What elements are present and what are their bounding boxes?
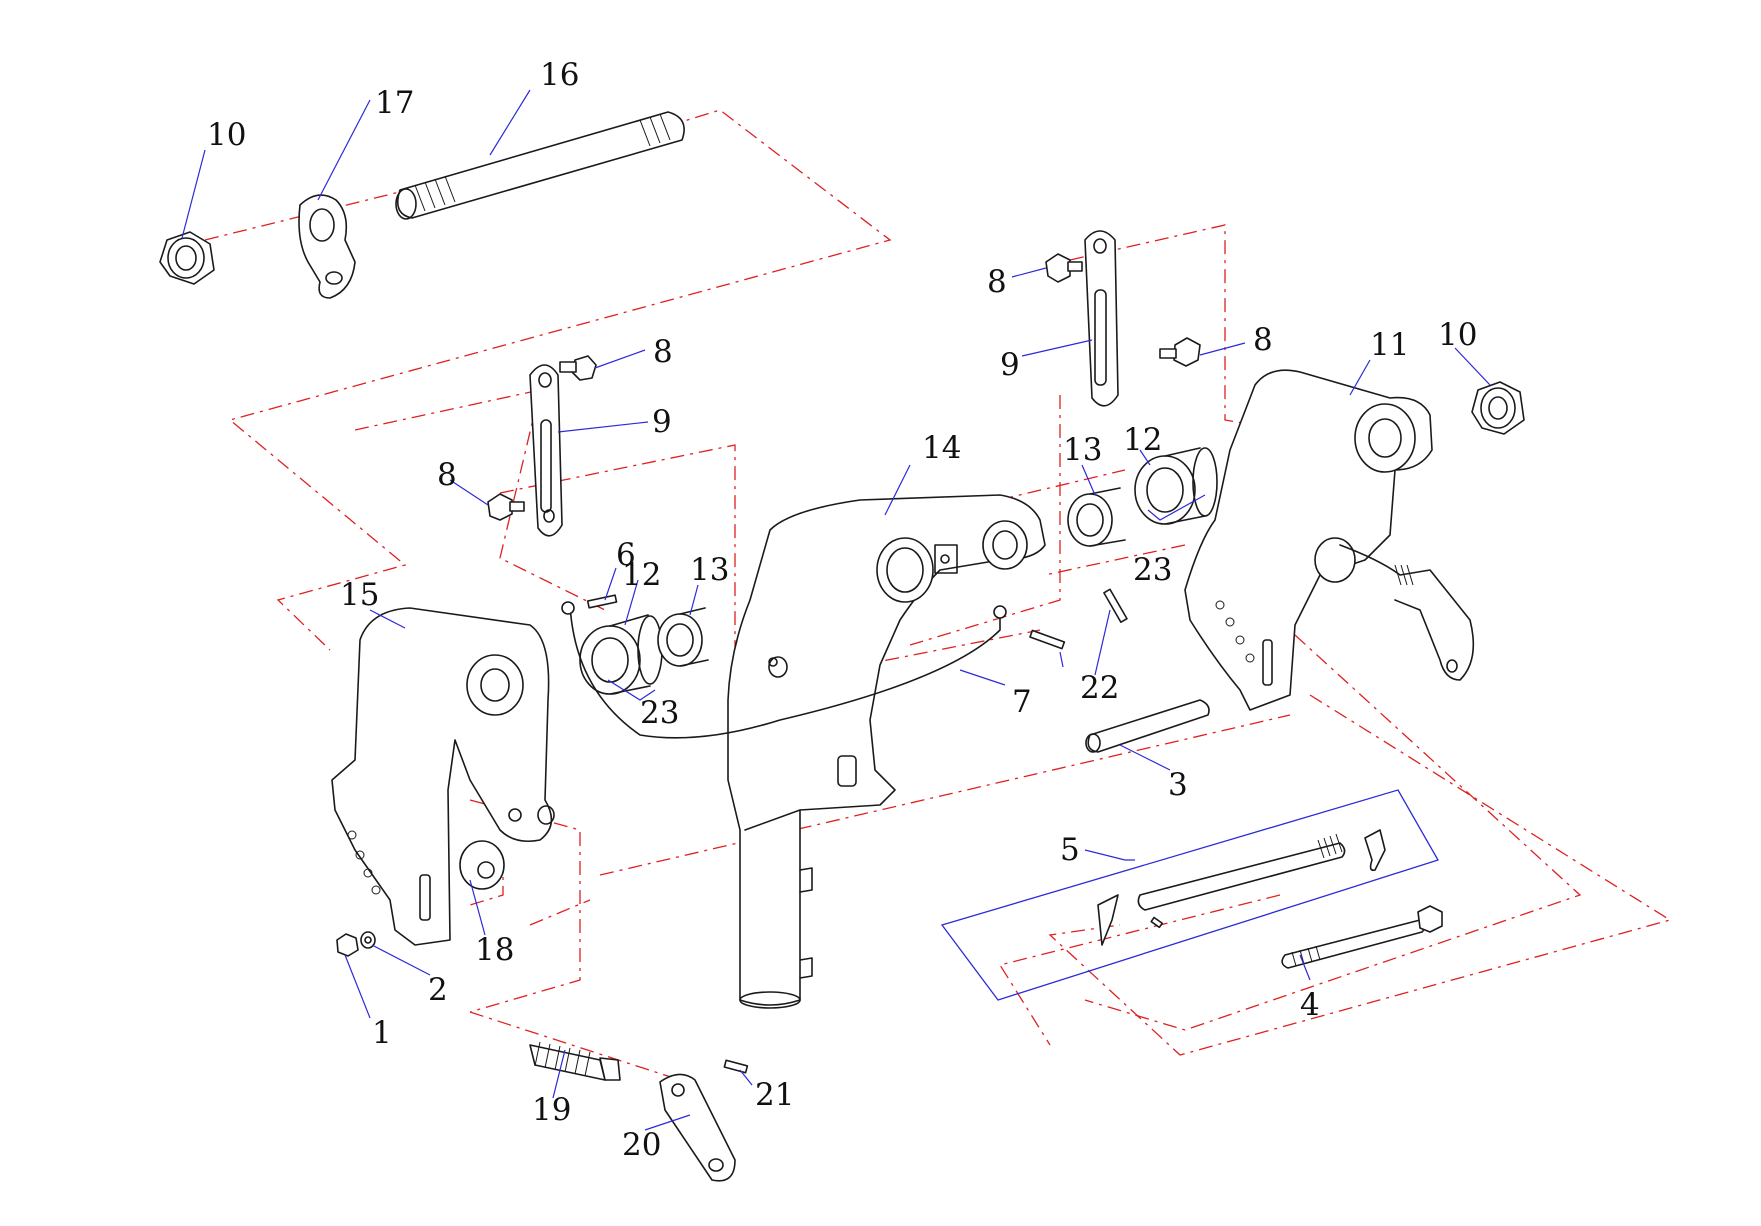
callout-6: 6	[616, 537, 636, 573]
callout-8-a: 8	[653, 334, 673, 370]
bushing-12-left	[579, 614, 663, 695]
callout-1: 1	[372, 1015, 392, 1051]
bolt-8-right-upper	[1045, 253, 1083, 283]
callout-16: 16	[540, 57, 579, 93]
callout-17: 17	[375, 85, 414, 121]
bushing-13-right	[1067, 487, 1126, 547]
callout-8-c: 8	[987, 264, 1007, 300]
callout-8-b: 8	[437, 457, 457, 493]
screw-22-a	[1029, 629, 1066, 650]
nut-1	[336, 933, 359, 957]
callout-20: 20	[622, 1127, 661, 1163]
disc-18	[459, 840, 505, 890]
bolt-8-left-lower	[487, 493, 525, 521]
washer-2	[360, 931, 376, 949]
callout-labels: 1 2 3 4 5 6 7 8 8 8 8 9 9 10 10 11 12 12…	[207, 57, 1477, 1163]
callout-11: 11	[1370, 327, 1409, 363]
callout-13-b: 13	[1063, 432, 1102, 468]
callout-9-a: 9	[652, 404, 672, 440]
callout-4: 4	[1300, 987, 1320, 1023]
callout-22: 22	[1080, 670, 1119, 706]
pin-6	[586, 594, 618, 609]
screw-22-b	[1103, 588, 1128, 624]
callout-10-b: 10	[1438, 317, 1477, 353]
slotted-link-9-left	[529, 364, 563, 537]
long-bolt-4	[1281, 905, 1443, 969]
bolt-8-left-upper	[559, 355, 597, 381]
callout-13-a: 13	[690, 552, 729, 588]
sub-assembly-5-box	[940, 789, 1439, 1001]
callout-5: 5	[1060, 832, 1080, 868]
threaded-shaft-16	[395, 111, 685, 220]
callout-8-d: 8	[1253, 322, 1273, 358]
spring-bolt-19	[529, 1041, 621, 1081]
hex-nut-10-right	[1471, 381, 1525, 435]
bracket-17	[298, 194, 356, 299]
callout-18: 18	[475, 932, 514, 968]
callout-23-b: 23	[1133, 552, 1172, 588]
callout-12-a: 12	[622, 557, 661, 593]
leader-lines	[181, 89, 1491, 1131]
callout-10-a: 10	[207, 117, 246, 153]
lever-assembly-5	[1097, 829, 1386, 946]
lever-plate-20	[659, 1073, 736, 1182]
slotted-link-9-right	[1084, 230, 1119, 407]
clamp-bracket-15	[331, 607, 555, 946]
callout-14: 14	[922, 430, 961, 466]
callout-3: 3	[1168, 767, 1188, 803]
callout-2: 2	[428, 972, 448, 1008]
callout-12-b: 12	[1123, 422, 1162, 458]
callout-7: 7	[1012, 684, 1032, 720]
bushing-13-left	[657, 607, 709, 667]
callout-9-b: 9	[1000, 347, 1020, 383]
swivel-bracket-14	[727, 494, 1046, 1009]
tube-3	[1085, 699, 1210, 753]
clamp-bracket-11	[1184, 369, 1475, 711]
callout-19: 19	[532, 1092, 571, 1128]
cable-7	[561, 601, 1007, 739]
bolt-8-right-lower	[1159, 337, 1201, 367]
hex-nut-10-left	[159, 231, 215, 285]
callout-21: 21	[755, 1077, 794, 1113]
callout-15: 15	[340, 577, 379, 613]
callout-23-a: 23	[640, 695, 679, 731]
pin-21	[723, 1059, 749, 1074]
bushing-12-right	[1134, 447, 1218, 525]
